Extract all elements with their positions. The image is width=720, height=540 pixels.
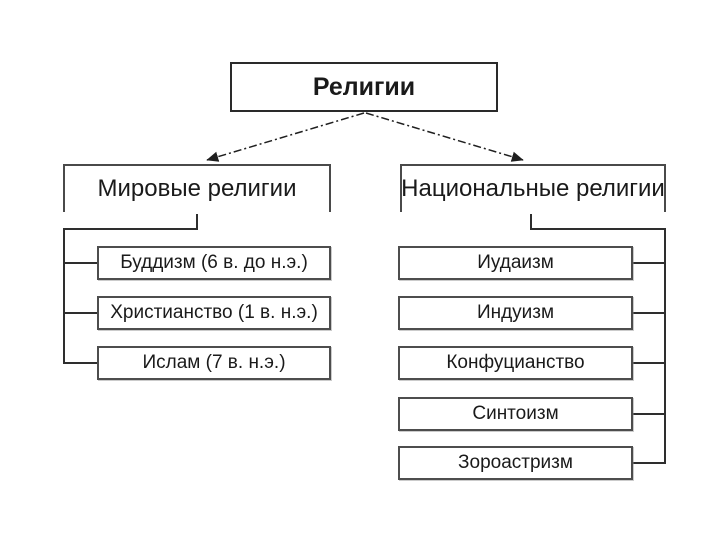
child-zoroastrianism-label: Зороастризм [458, 452, 573, 473]
child-shintoism-label: Синтоизм [472, 403, 559, 424]
left-stub-islam [63, 362, 97, 364]
branch-national-religions-label: Национальные религии [401, 175, 665, 202]
branch-box-world-religions: Мировые религии [63, 164, 331, 212]
branch-world-religions-label: Мировые религии [97, 175, 297, 202]
child-box-christianity: Христианство (1 в. н.э.) [97, 296, 331, 330]
left-branch-horizontal-line [63, 228, 198, 230]
right-stub-zoroastrianism [633, 462, 666, 464]
left-branch-drop-line [196, 214, 198, 229]
left-stub-buddhism [63, 262, 97, 264]
child-hinduism-label: Индуизм [476, 302, 555, 323]
child-box-zoroastrianism: Зороастризм [398, 446, 633, 480]
child-box-islam: Ислам (7 в. н.э.) [97, 346, 331, 380]
child-box-judaism: Иудаизм [398, 246, 633, 280]
arrow-to-national-religions [365, 112, 524, 162]
right-stub-hinduism [633, 312, 666, 314]
left-branch-spine-line [63, 228, 65, 364]
root-box-label: Религии [312, 72, 416, 101]
child-confucianism-label: Конфуцианство [446, 352, 585, 373]
child-box-shintoism: Синтоизм [398, 397, 633, 431]
right-branch-horizontal-line [530, 228, 666, 230]
root-box-religions: Религии [230, 62, 498, 112]
right-branch-drop-line [530, 214, 532, 229]
right-stub-judaism [633, 262, 666, 264]
child-islam-label: Ислам (7 в. н.э.) [142, 352, 286, 373]
arrow-to-world-religions [206, 112, 365, 162]
right-branch-spine-line [664, 228, 666, 464]
child-box-hinduism: Индуизм [398, 296, 633, 330]
branch-box-national-religions: Национальные религии [400, 164, 666, 212]
child-box-confucianism: Конфуцианство [398, 346, 633, 380]
left-stub-christianity [63, 312, 97, 314]
child-judaism-label: Иудаизм [477, 252, 554, 273]
child-box-buddhism: Буддизм (6 в. до н.э.) [97, 246, 331, 280]
child-christianity-label: Христианство (1 в. н.э.) [110, 302, 318, 323]
right-stub-shintoism [633, 413, 666, 415]
child-buddhism-label: Буддизм (6 в. до н.э.) [120, 252, 308, 273]
right-stub-confucianism [633, 362, 666, 364]
